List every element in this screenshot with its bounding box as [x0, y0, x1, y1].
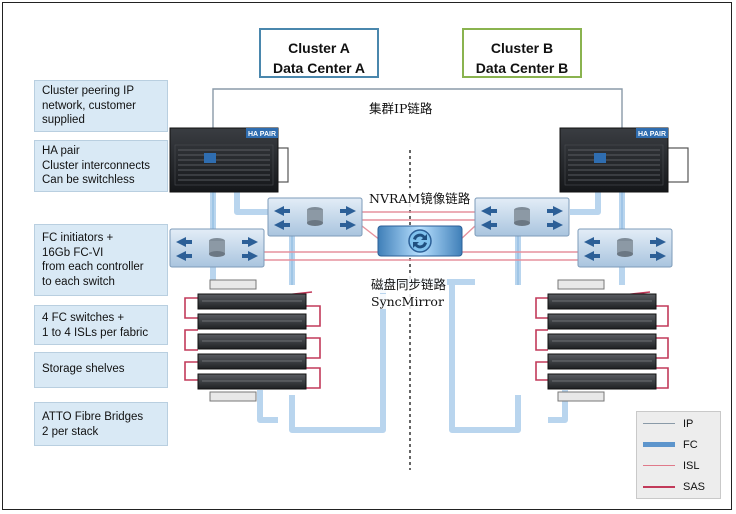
storage-stack-left — [197, 279, 307, 402]
ha-pair-badge-left: HA PAIR — [248, 131, 276, 138]
legend: IP FC ISL SAS — [636, 411, 721, 499]
fc-switch-right-lower — [577, 228, 673, 268]
syncmirror-icon — [377, 225, 463, 257]
label-syncmirror: SyncMirror — [370, 294, 445, 309]
legend-item-isl: ISL — [643, 458, 719, 474]
cluster-a-title: Cluster A — [288, 40, 350, 56]
legend-swatch-ip — [643, 423, 675, 424]
legend-item-ip: IP — [643, 416, 719, 432]
legend-item-fc: FC — [643, 437, 719, 453]
label-storage-shelves: Storage shelves — [34, 352, 168, 388]
legend-swatch-sas — [643, 486, 675, 488]
fc-switch-left-lower — [169, 228, 265, 268]
legend-swatch-fc — [643, 442, 675, 447]
legend-swatch-isl — [643, 465, 675, 466]
label-cluster-ip-link: 集群IP链路 — [368, 98, 434, 117]
label-fc-switches: 4 FC switches + 1 to 4 ISLs per fabric — [34, 305, 168, 345]
label-peering: Cluster peering IP network, customer sup… — [34, 80, 168, 132]
cluster-b-datacenter: Data Center B — [475, 60, 569, 76]
cluster-a-datacenter: Data Center A — [272, 60, 366, 76]
label-ha-pair: HA pair Cluster interconnects Can be swi… — [34, 140, 168, 192]
label-atto-bridges: ATTO Fibre Bridges 2 per stack — [34, 402, 168, 446]
label-nvram-link: NVRAM镜像链路 — [368, 188, 472, 207]
cluster-b-box: Cluster B Data Center B — [462, 28, 582, 78]
storage-stack-right — [547, 279, 657, 402]
cluster-b-title: Cluster B — [490, 40, 554, 56]
label-fc-initiators: FC initiators + 16Gb FC-VI from each con… — [34, 224, 168, 296]
controller-right — [559, 127, 689, 193]
controller-left — [169, 127, 289, 193]
ha-pair-badge-right: HA PAIR — [638, 131, 666, 138]
cluster-a-box: Cluster A Data Center A — [259, 28, 379, 78]
fc-switch-left-upper — [267, 197, 363, 237]
fc-switch-right-upper — [474, 197, 570, 237]
label-disk-sync-link: 磁盘同步链路 — [370, 274, 448, 293]
legend-item-sas: SAS — [643, 479, 719, 495]
